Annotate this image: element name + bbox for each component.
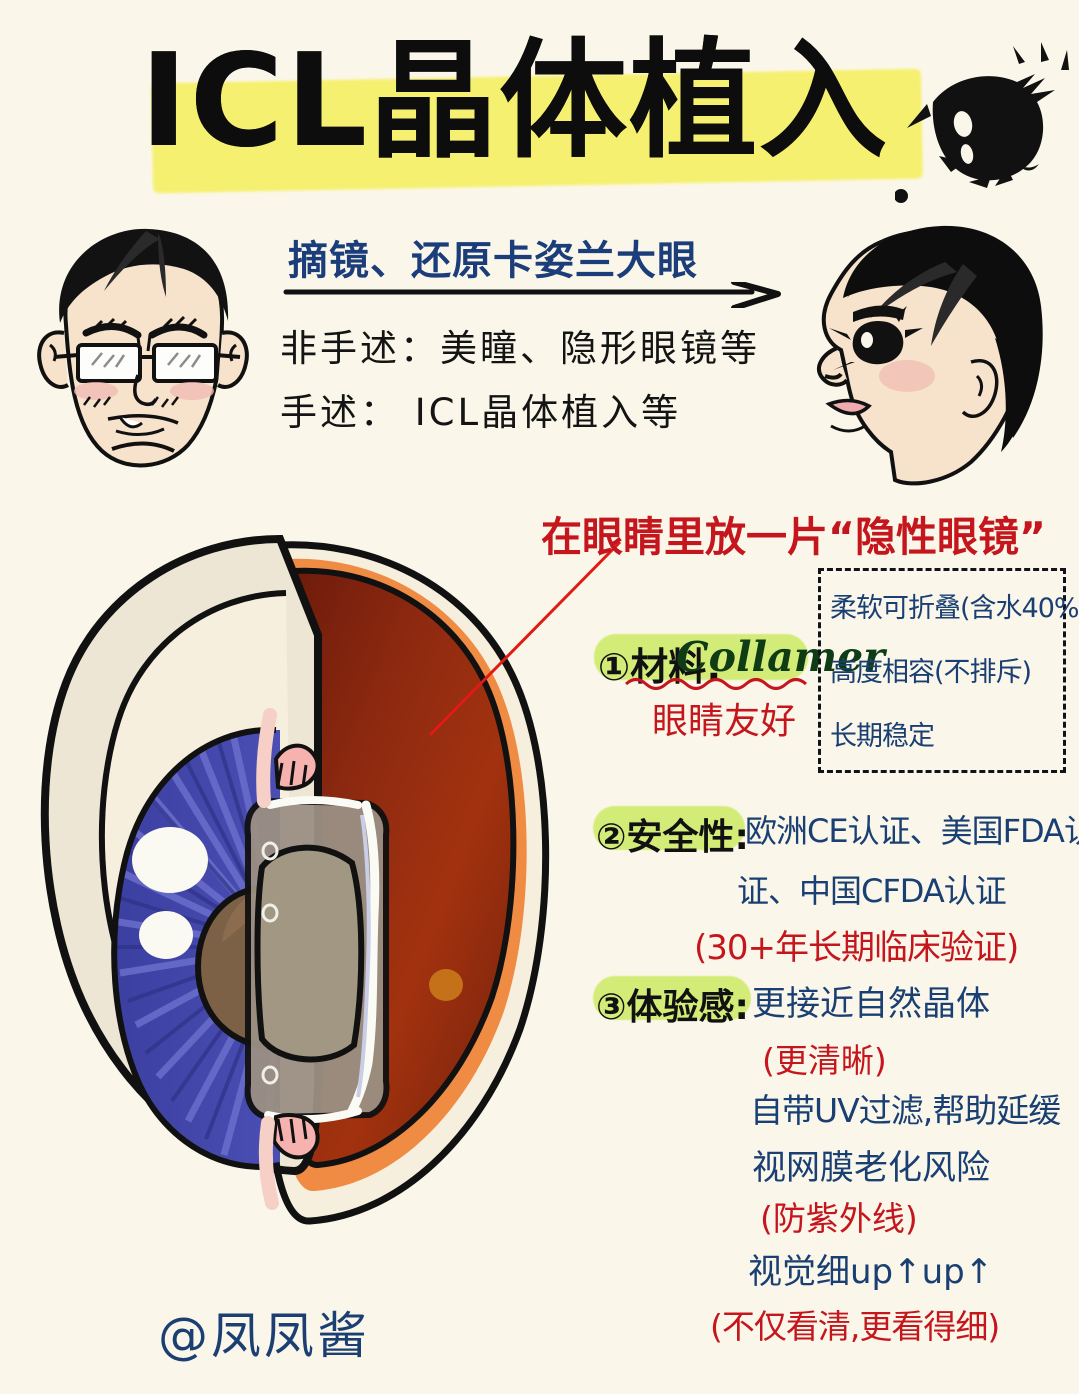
eye-icon <box>895 42 1069 203</box>
section-3-line-6: 视觉细up↑up↑ <box>748 1252 994 1292</box>
avatar-after <box>817 225 1043 486</box>
section-3-label: ③体验感: <box>596 987 749 1028</box>
pointer-line <box>428 540 622 737</box>
section-3-line-4: 视网膜老化风险 <box>752 1148 990 1188</box>
spec-line-2: 高度相容(不排斥) <box>830 657 1032 688</box>
page-title: ICL晶体植入 <box>140 27 890 176</box>
eye-cross-section-diagram <box>40 534 550 1225</box>
section-3-line-7: (不仅看清,更看得细) <box>710 1307 1000 1346</box>
section-2-label: ②安全性: <box>596 817 749 858</box>
section-2-line-1: 欧洲CE认证、美国FDA认 <box>745 812 1079 850</box>
section-1-value: Collamer <box>676 633 885 681</box>
section-3-line-2: (更清晰) <box>762 1041 887 1080</box>
highlight-safety <box>593 806 745 850</box>
subhead: 摘镜、还原卡姿兰大眼 <box>288 238 698 284</box>
section-3-line-1: 更接近自然晶体 <box>752 984 990 1024</box>
section-3-line-5: (防紫外线) <box>760 1199 918 1238</box>
section-2-line-3: (30+年长期临床验证) <box>694 928 1019 968</box>
callout-heading: 在眼睛里放一片“隐性眼镜” <box>541 513 1046 561</box>
arrow-icon <box>283 282 781 308</box>
avatar-before <box>37 228 249 468</box>
highlight-experience <box>593 976 751 1020</box>
section-3-line-3: 自带UV过滤,帮助延缓 <box>750 1091 1061 1130</box>
intro-line-2: 手述： ICL晶体植入等 <box>280 391 682 434</box>
section-2-line-2: 证、中国CFDA认证 <box>737 872 1007 910</box>
intro-line-1: 非手述：美瞳、隐形眼镜等 <box>280 327 760 370</box>
author-signature: @凤凤酱 <box>158 1307 370 1365</box>
title-row: ICL晶体植入 <box>0 16 1079 206</box>
spec-line-1: 柔软可折叠(含水40%) <box>830 593 1079 624</box>
squiggle-underline <box>624 678 808 690</box>
section-1-note: 眼睛友好 <box>652 701 797 742</box>
highlight-material <box>594 634 808 680</box>
spec-box <box>818 568 1066 773</box>
spec-line-3: 长期稳定 <box>830 721 935 752</box>
